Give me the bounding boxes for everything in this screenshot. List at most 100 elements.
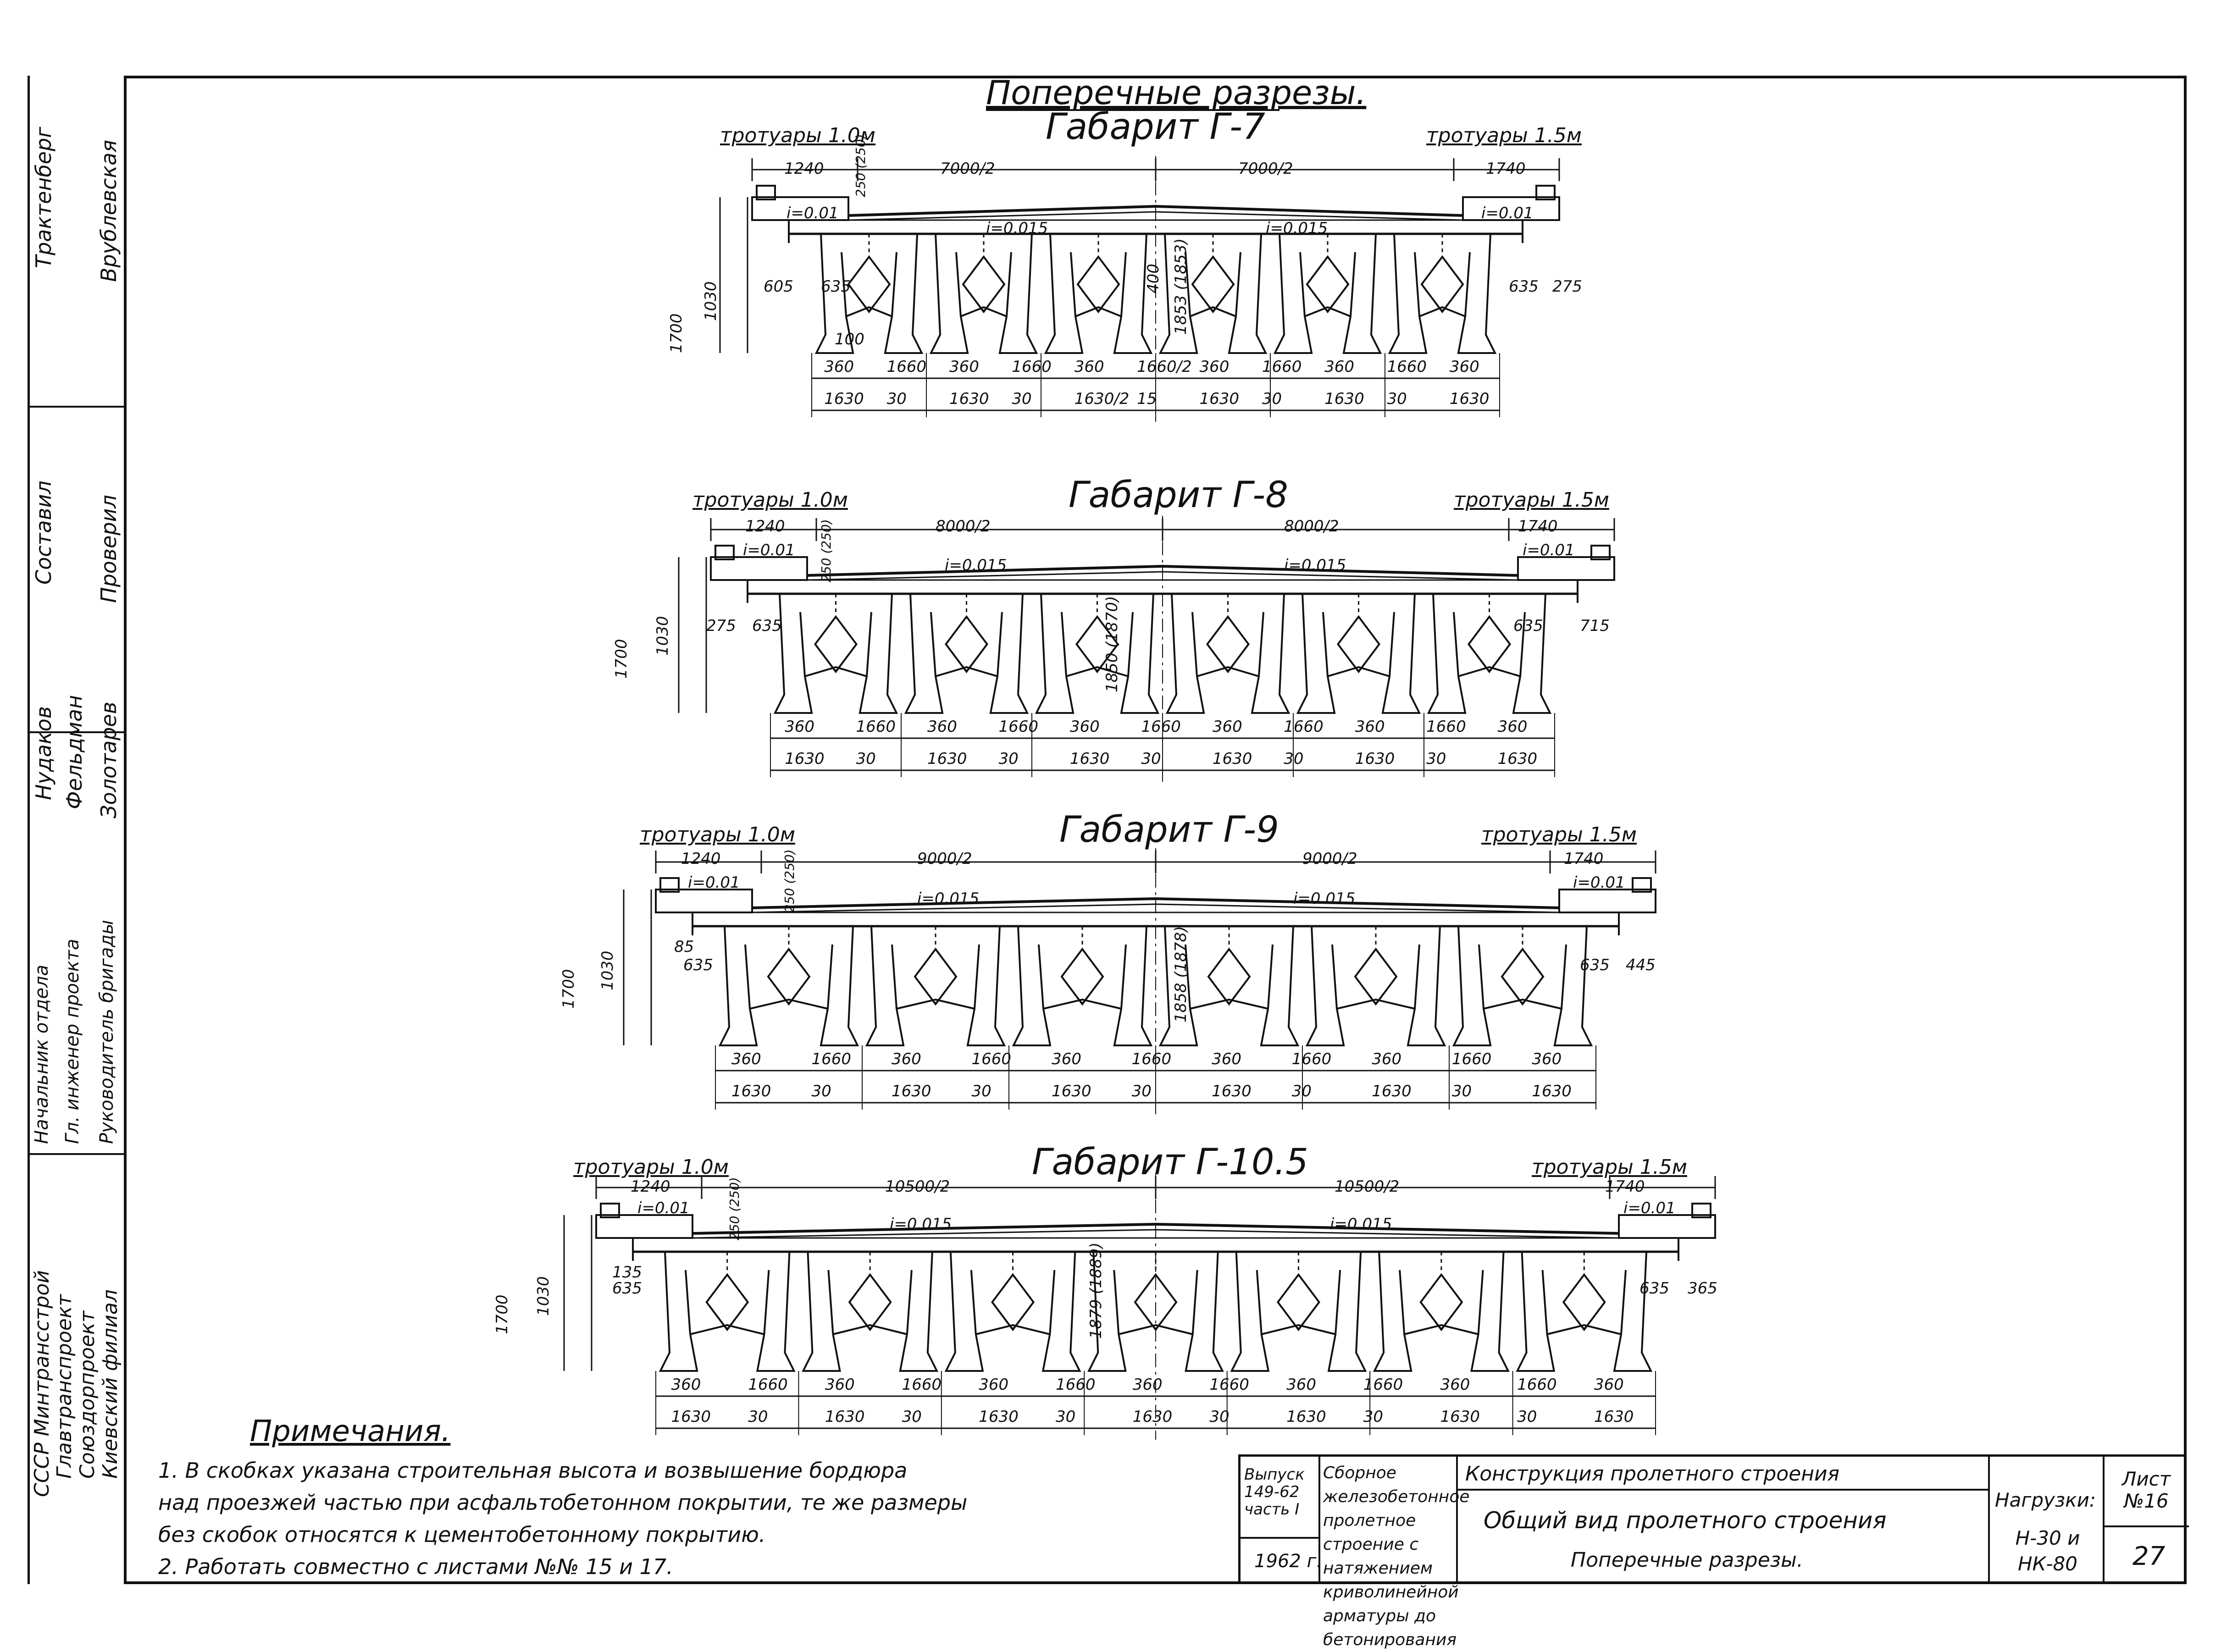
bottom-dim-label: 360 [1372,1050,1402,1068]
height-g8: 1700 [612,639,631,679]
bottom-dim-label: 360 [1069,718,1100,736]
roadway-surface [848,204,1463,217]
bottom-dim-label: 360 [1199,358,1230,376]
bottom-dim-label: 360 [1532,1050,1562,1068]
bottom-dim-label: 360 [949,358,979,376]
diaphragm-opening [1306,255,1350,314]
roadway-surface [752,897,1560,909]
bottom-dim-label: 30 [1284,750,1304,768]
beam-web-left [865,926,905,1046]
slope-g9-left-walk: i=0.01 [688,873,740,892]
bottom-dim-label: 1630 [1372,1082,1412,1100]
bottom-dim-label: 360 [785,718,814,736]
bottom-dim-label: 1660 [1387,358,1427,376]
bottom-dim-label: 30 [856,750,876,768]
tb-sheet-title: Общий вид пролетного строения [1484,1507,1887,1534]
bottom-dim-label: 1660 [1284,718,1324,736]
bottom-dim-label: 360 [1324,358,1355,376]
beam-bottom-flange [749,998,828,1010]
diaphragm-opening [1076,255,1120,314]
tb-divider [1988,1457,1990,1582]
diaphragm-opening [1276,1273,1320,1332]
tb-sheet-subtitle: Поперечные разрезы. [1571,1548,1803,1572]
roadway-surface [692,1222,1619,1235]
bottom-dim-label: 1660 [811,1050,851,1068]
beam-web-right [1470,1251,1510,1372]
bottom-dim-label: 1630 [892,1082,931,1100]
page-title: Поперечные разрезы. [986,73,1367,112]
beam-web-left [1452,926,1492,1046]
beam-web-left [773,593,813,714]
bottom-dim-label: 1630 [1199,390,1239,408]
bottom-dim-label: 1660/2 [1137,358,1192,376]
notes-heading: Примечания. [250,1414,451,1448]
beam-web-left [802,1251,841,1372]
beam-web-right [1613,1251,1653,1372]
dim-g7-half-right: 7000/2 [1238,160,1293,178]
tb-divider [2103,1457,2105,1582]
left-walk-g105: тротуары 1.0м [573,1155,729,1179]
tb-construction: Конструкция пролетного строения [1465,1462,1840,1486]
bottom-dim-label: 30 [1451,1082,1472,1100]
beam-bottom-flange [960,306,1007,317]
beam-web-left [1165,593,1205,714]
bottom-dim-label: 360 [979,1376,1009,1394]
bottom-dim-label: 360 [824,358,854,376]
beam-web-right [1342,233,1382,354]
web-g9: 1030 [598,950,617,990]
strip-divider [28,731,127,733]
bottom-dim-label: 30 [1141,750,1161,768]
bottom-dim-label: 360 [1449,358,1479,376]
bottom-dim-label: 1630 [731,1082,771,1100]
beam-web-right [1228,233,1268,354]
beam-web-left [1158,233,1198,354]
bottom-dim-label: 30 [1426,750,1446,768]
bottom-dim-label: 30 [748,1408,768,1426]
slope-g105-right: i=0.015 [1330,1215,1392,1233]
beam-web-left [1296,593,1336,714]
curb-height-g8: 250 (250) [819,519,834,582]
bottom-dim-label: 360 [731,1050,761,1068]
beam-bottom-flange [1118,1324,1193,1335]
dim-g7-605: 605 [764,277,793,296]
tb-divider [2103,1525,2189,1527]
dim-g8-half-left: 8000/2 [936,517,991,536]
diaphragm-opening [1060,947,1104,1006]
bottom-dim-label: 30 [886,390,907,408]
bottom-dim-label: 1630 [1069,750,1110,768]
dim-g7-half-left: 7000/2 [940,160,995,178]
bottom-dim-label: 360 [825,1376,855,1394]
note-line-2: над проезжей частью при асфальтобетонном… [158,1490,968,1515]
bottom-dim-label: 1630 [1212,750,1252,768]
bottom-dim-label: 1660 [1141,718,1181,736]
bottom-dim-label: 360 [1212,718,1242,736]
beam-web-left [1516,1251,1555,1372]
slope-g8-left-walk: i=0.01 [743,541,795,559]
tb-year: 1962 г. [1254,1551,1323,1572]
bottom-dim-label: 30 [1517,1408,1537,1426]
bottom-dim-label: 1660 [971,1050,1012,1068]
curb-height-g9: 250 (250) [782,849,797,912]
bottom-dim-label: 1660 [1056,1376,1096,1394]
bottom-dim-label: 1660 [886,358,927,376]
beam-bottom-flange [1483,998,1562,1010]
left-strip-border [28,76,127,1584]
section-title-g8: Габарит Г-8 [1069,475,1288,516]
right-railing-post [1632,877,1652,893]
depth-g105: 1879 (1889) [1087,1242,1105,1339]
bottom-dim-label: 1630 [785,750,825,768]
diaphragm-opening [1207,947,1251,1006]
bottom-dim-label: 360 [1497,718,1528,736]
curb-height-g7: 250 (250) [853,134,868,197]
bottom-dim-label: 30 [1209,1408,1230,1426]
dim-g105-635-left: 635 [612,1279,642,1298]
tb-divider [1456,1489,1988,1491]
bottom-dim-label: 360 [1286,1376,1316,1394]
tb-divider [1241,1537,1318,1539]
beam-bottom-flange [1419,306,1466,317]
bottom-dim-label: 30 [902,1408,922,1426]
diaphragm-opening [705,1273,749,1332]
diaphragm-opening [1420,255,1464,314]
slope-g8-right: i=0.015 [1284,556,1346,575]
left-railing-post [600,1203,620,1218]
